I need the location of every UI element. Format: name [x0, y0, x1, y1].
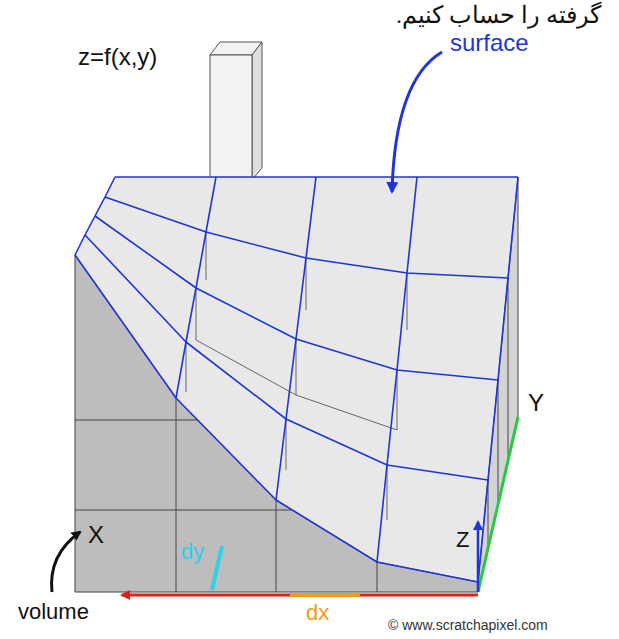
volume-label: volume [18, 600, 89, 624]
equation-label: z=f(x,y) [78, 44, 157, 70]
x-axis [122, 594, 478, 597]
right-face [478, 177, 518, 592]
page-text: گرفته را حساب کنیم. [396, 2, 601, 28]
dy-segment [212, 546, 222, 590]
protruding-column [210, 42, 262, 180]
dy-label: dy [181, 540, 204, 564]
z-axis [477, 522, 480, 592]
y-axis [478, 417, 518, 592]
front-face [75, 255, 478, 592]
axis-label: X [88, 522, 104, 548]
watermark: © www.scratchapixel.com [388, 618, 548, 633]
surface-grid [75, 177, 518, 582]
axis-label: Z [456, 528, 469, 552]
axis-label: Y [528, 390, 544, 416]
dx-label: dx [306, 601, 329, 625]
volume-arrow [52, 532, 80, 592]
front-face-grid [75, 398, 377, 592]
dx-segment [290, 593, 360, 597]
surface-label: surface [450, 30, 529, 56]
surface-arrow [392, 52, 442, 192]
